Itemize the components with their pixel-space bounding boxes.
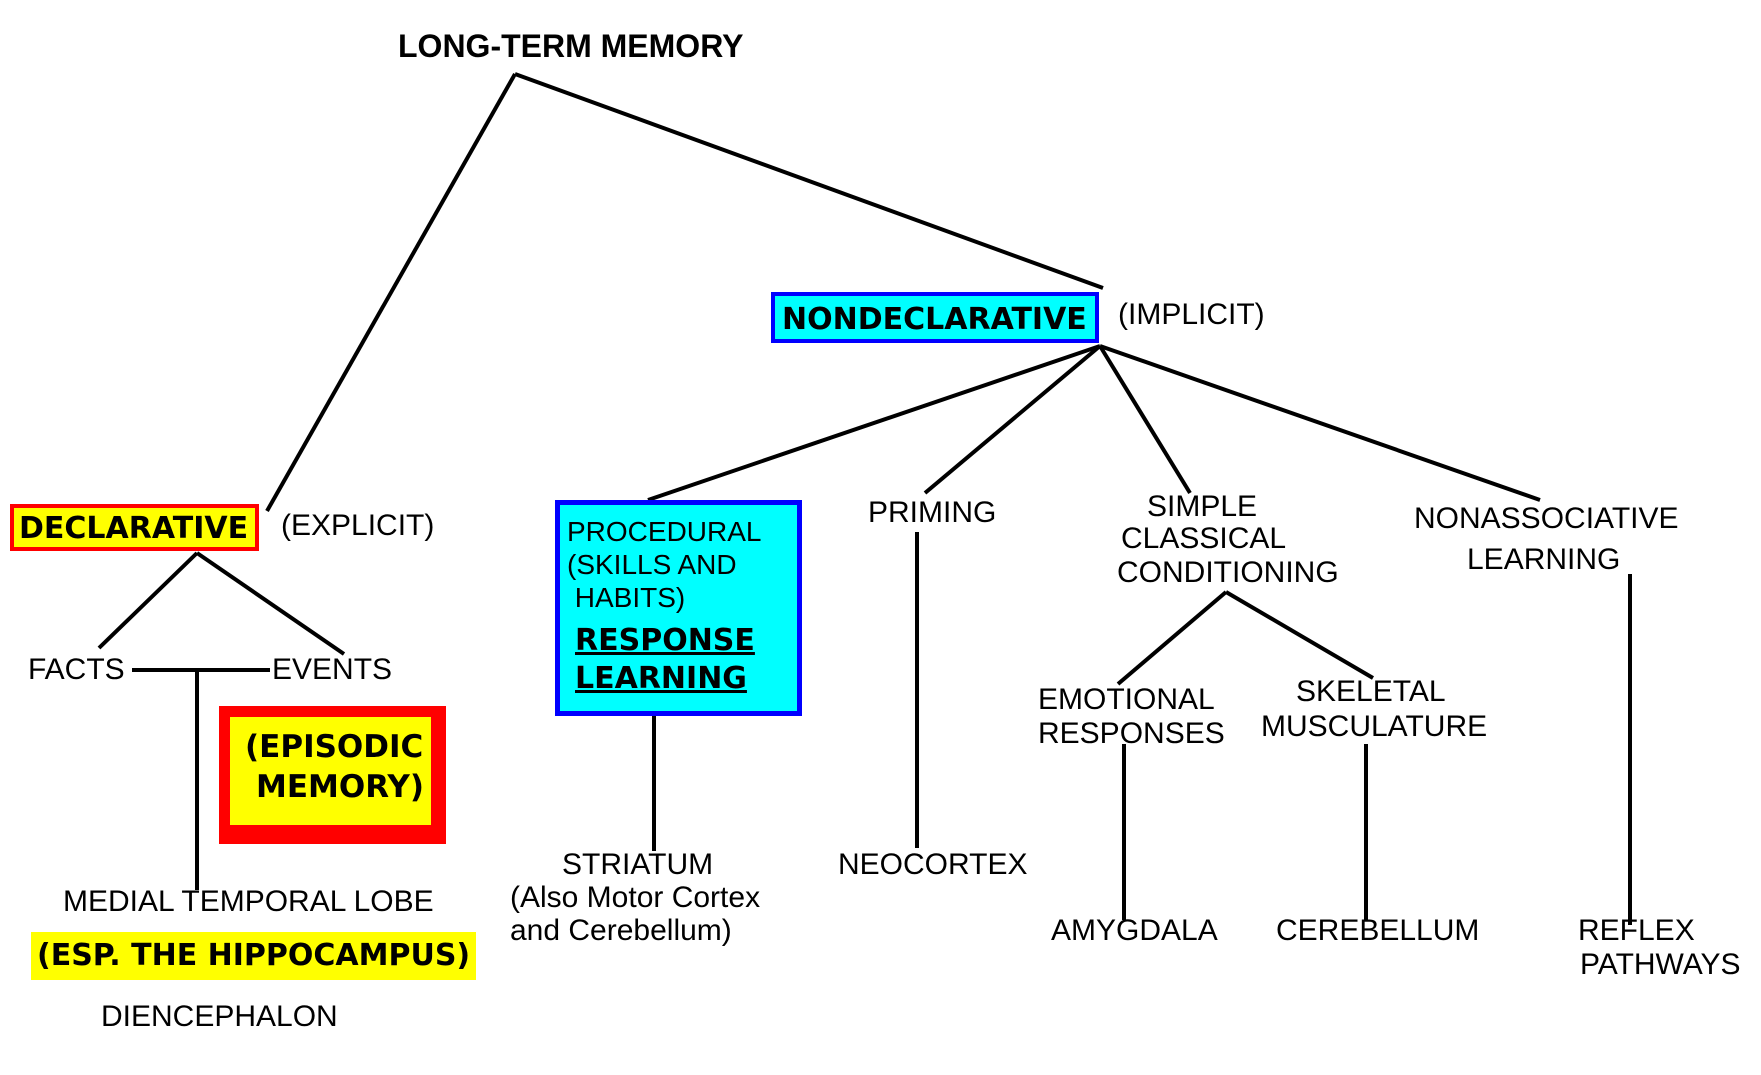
hippocampus-label: (ESP. THE HIPPOCAMPUS) — [37, 938, 471, 973]
declarative-qualifier: (EXPLICIT) — [281, 509, 435, 542]
conditioning-line2: CLASSICAL — [1121, 522, 1287, 555]
skeletal-musculature-line2: MUSCULATURE — [1261, 710, 1488, 743]
episodic-memory-inner: (EPISODIC MEMORY) — [230, 717, 431, 825]
striatum-label: STRIATUM — [562, 848, 714, 881]
nonassociative-line2: LEARNING — [1467, 543, 1621, 576]
medial-temporal-lobe-label: MEDIAL TEMPORAL LOBE — [63, 885, 434, 918]
response-learning-line2: LEARNING — [575, 661, 747, 696]
striatum-detail-line1: (Also Motor Cortex — [510, 881, 761, 914]
edge-declarative-facts — [97, 551, 199, 650]
diencephalon-label: DIENCEPHALON — [101, 1000, 338, 1033]
skeletal-musculature-line1: SKELETAL — [1296, 675, 1446, 708]
edge-nondecl-nonassociative — [1099, 344, 1541, 502]
emotional-responses-line2: RESPONSES — [1038, 717, 1225, 750]
cerebellum-label: CEREBELLUM — [1276, 914, 1480, 947]
episodic-memory-box: (EPISODIC MEMORY) — [219, 706, 446, 844]
amygdala-label: AMYGDALA — [1051, 914, 1218, 947]
striatum-detail-line2: and Cerebellum) — [510, 914, 732, 947]
neocortex-label: NEOCORTEX — [838, 848, 1028, 881]
edge-root-nondeclarative — [514, 72, 1104, 290]
procedural-line3: HABITS) — [567, 582, 686, 613]
root-node-label: LONG-TERM MEMORY — [398, 28, 744, 64]
procedural-box: PROCEDURAL (SKILLS AND HABITS) RESPONSE … — [555, 500, 802, 716]
hippocampus-highlight: (ESP. THE HIPPOCAMPUS) — [31, 932, 476, 980]
response-learning-line1: RESPONSE — [575, 623, 755, 658]
nondeclarative-label: NONDECLARATIVE — [782, 302, 1087, 337]
nondeclarative-box: NONDECLARATIVE — [771, 292, 1099, 343]
edge-nondecl-conditioning — [1098, 344, 1192, 495]
edge-nondecl-priming — [923, 344, 1102, 495]
edge-nondecl-procedural — [647, 344, 1101, 502]
episodic-line2: MEMORY) — [256, 769, 425, 805]
episodic-line1: (EPISODIC — [245, 729, 424, 765]
declarative-label: DECLARATIVE — [19, 511, 249, 546]
emotional-responses-line1: EMOTIONAL — [1038, 683, 1215, 716]
declarative-box: DECLARATIVE — [10, 504, 259, 551]
procedural-line2: (SKILLS AND — [567, 549, 737, 580]
nondeclarative-qualifier: (IMPLICIT) — [1118, 298, 1265, 331]
conditioning-line1: SIMPLE — [1147, 490, 1258, 523]
edge-conditioning-emotional — [1116, 590, 1228, 686]
priming-label: PRIMING — [868, 496, 997, 529]
nonassociative-line1: NONASSOCIATIVE — [1414, 502, 1679, 535]
reflex-pathways-line2: PATHWAYS — [1580, 948, 1741, 981]
facts-label: FACTS — [28, 653, 125, 686]
events-label: EVENTS — [272, 653, 393, 686]
edge-declarative-events — [195, 551, 346, 656]
procedural-line1: PROCEDURAL — [567, 516, 762, 547]
reflex-pathways-line1: REFLEX — [1578, 914, 1695, 947]
edge-root-declarative — [265, 73, 517, 512]
edge-conditioning-skeletal — [1224, 590, 1375, 680]
conditioning-line3: CONDITIONING — [1117, 556, 1339, 589]
